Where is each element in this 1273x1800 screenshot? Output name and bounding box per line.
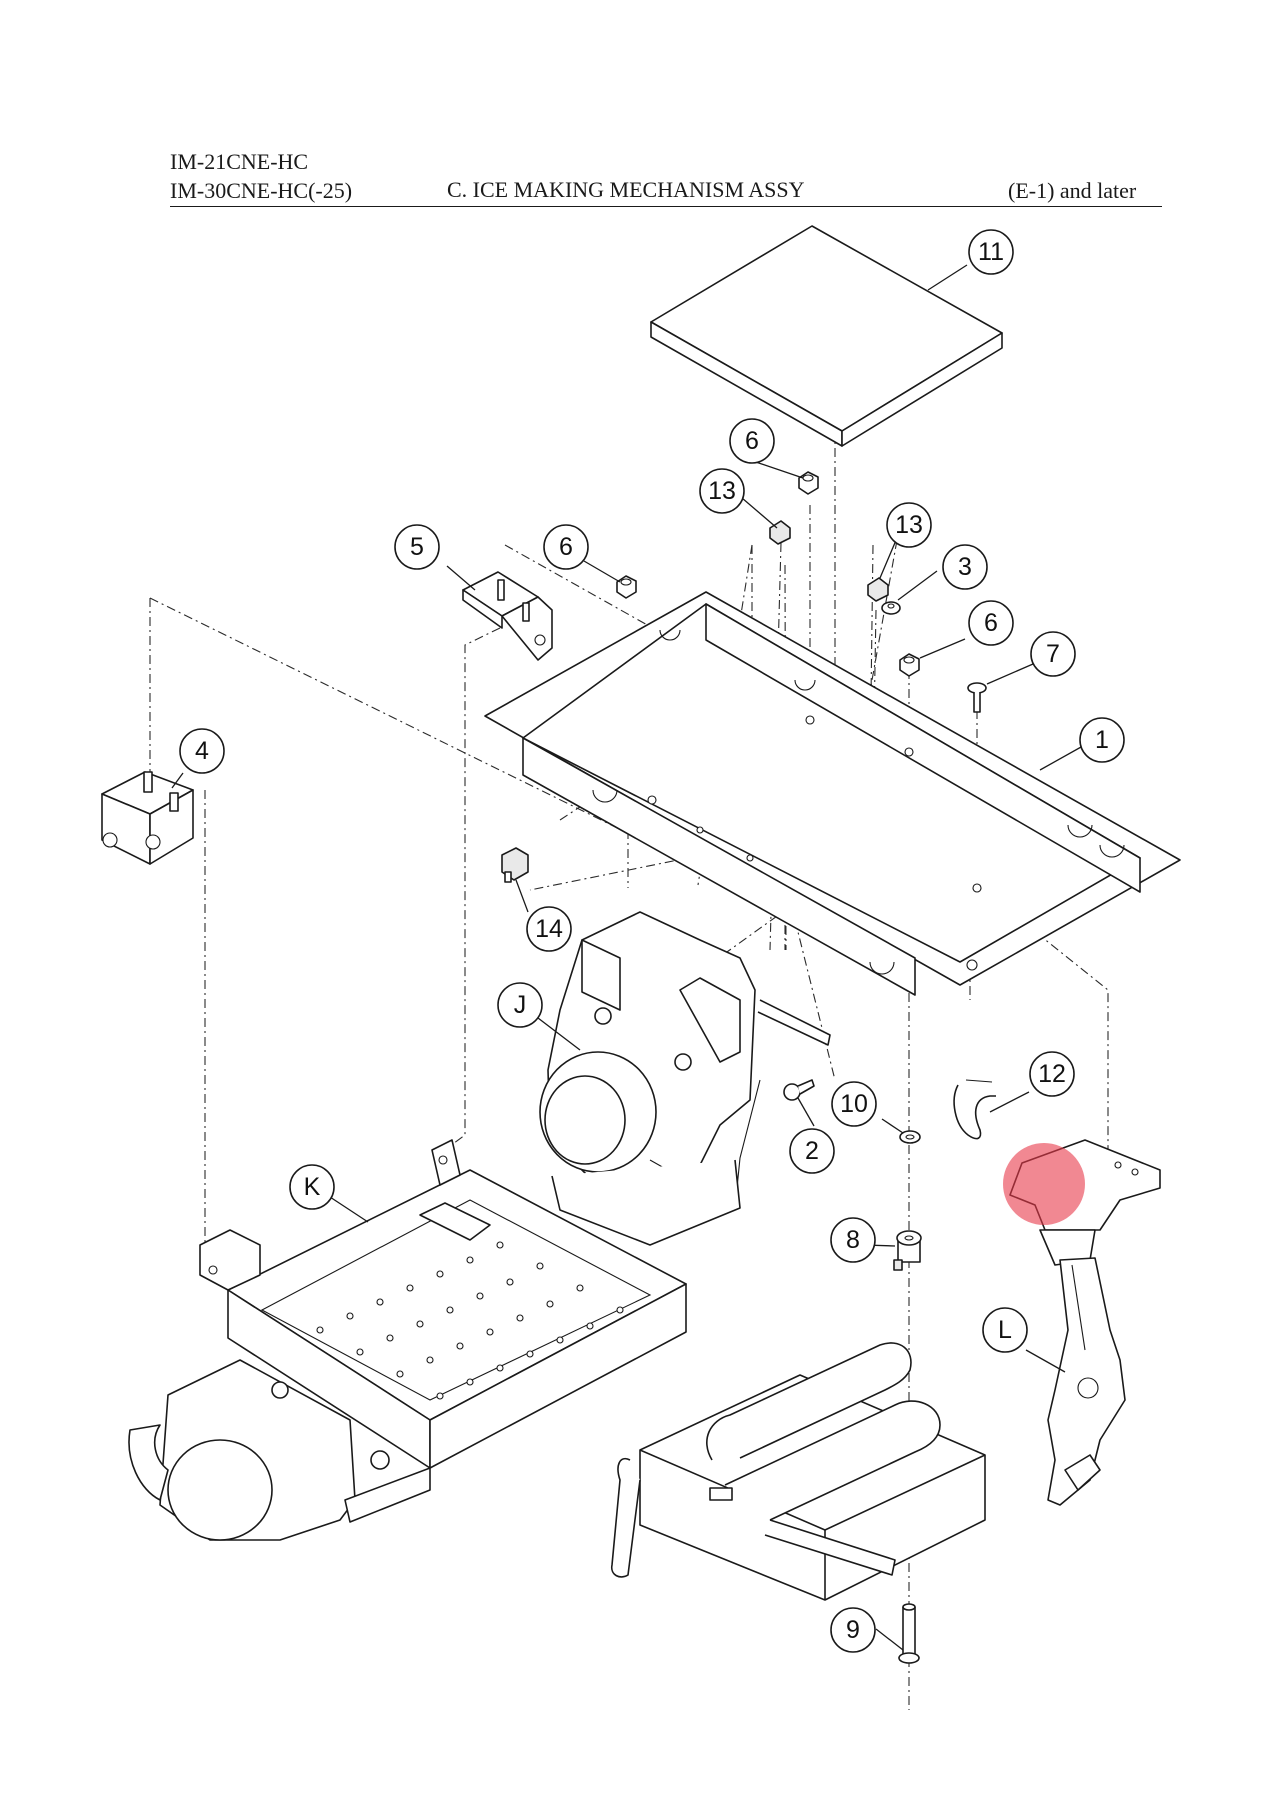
callout-5: 5 [394,524,440,570]
part-9-pin [898,1603,920,1664]
part-4-bracket [101,771,194,865]
callout-label: L [998,1316,1012,1344]
serial-range: (E-1) and later [1008,178,1137,203]
callout-13b: 13 [886,502,932,548]
evaporator-grid-holes [316,1241,624,1400]
callout-12: 12 [1029,1051,1075,1097]
section-title: C. ICE MAKING MECHANISM ASSY [447,177,805,202]
part-14-switch [501,847,529,883]
callout-label: 11 [978,238,1004,266]
part-8-bushing [893,1230,922,1271]
callout-label: 2 [805,1137,819,1165]
callout-2: 2 [789,1128,835,1174]
part-6-nut-a [798,471,819,495]
callout-j: J [497,982,543,1028]
callout-label: 13 [895,511,923,539]
callout-label: J [514,991,527,1019]
callout-label: 6 [559,533,573,561]
callout-10: 10 [831,1081,877,1127]
part-6-nut-b [616,575,637,599]
callout-label: 7 [1046,640,1060,668]
part-j-gear-motor [539,911,831,1246]
callout-k: K [289,1164,335,1210]
part-1-frame [484,591,1181,996]
callout-4: 4 [179,728,225,774]
callout-8: 8 [830,1217,876,1263]
model-number-2: IM-30CNE-HC(-25) [170,178,353,203]
callout-14: 14 [526,906,572,952]
callout-l: L [982,1307,1028,1353]
callout-label: 5 [410,533,424,561]
part-7-screw [967,682,987,713]
callout-label: 1 [1095,726,1109,754]
callout-label: 6 [984,609,998,637]
evaporator-coil [610,1342,986,1601]
callout-label: 3 [958,553,972,581]
callout-9: 9 [830,1607,876,1653]
callout-label: 6 [745,427,759,455]
callout-1: 1 [1079,717,1125,763]
part-5-bracket [462,571,553,661]
part-11-insulation [650,225,1003,447]
part-3-grommet [881,601,901,615]
callout-11: 11 [968,229,1014,275]
callout-3: 3 [942,544,988,590]
callout-13a: 13 [699,468,745,514]
callout-6a: 6 [729,418,775,464]
callout-7: 7 [1030,631,1076,677]
part-10-washer [899,1130,921,1144]
callout-label: 13 [708,477,736,505]
part-13-clip-b [867,577,889,602]
callout-label: 10 [840,1090,868,1118]
callout-label: 12 [1038,1060,1066,1088]
leader-lines [171,264,1091,1651]
model-number-1: IM-21CNE-HC [170,149,309,174]
highlight-marker [1003,1143,1085,1225]
part-2-screw [783,1079,815,1101]
part-6-nut-c [899,653,920,677]
callout-6b: 6 [543,524,589,570]
callout-label: 4 [195,737,209,765]
callout-label: 8 [846,1226,860,1254]
header-rule [170,206,1162,207]
part-12-spring-clip [953,1079,996,1140]
callout-6c: 6 [968,600,1014,646]
part-k-evaporator-assy [128,1139,687,1541]
callout-label: 14 [535,915,563,943]
callout-label: 9 [846,1616,860,1644]
callout-label: K [304,1173,321,1201]
